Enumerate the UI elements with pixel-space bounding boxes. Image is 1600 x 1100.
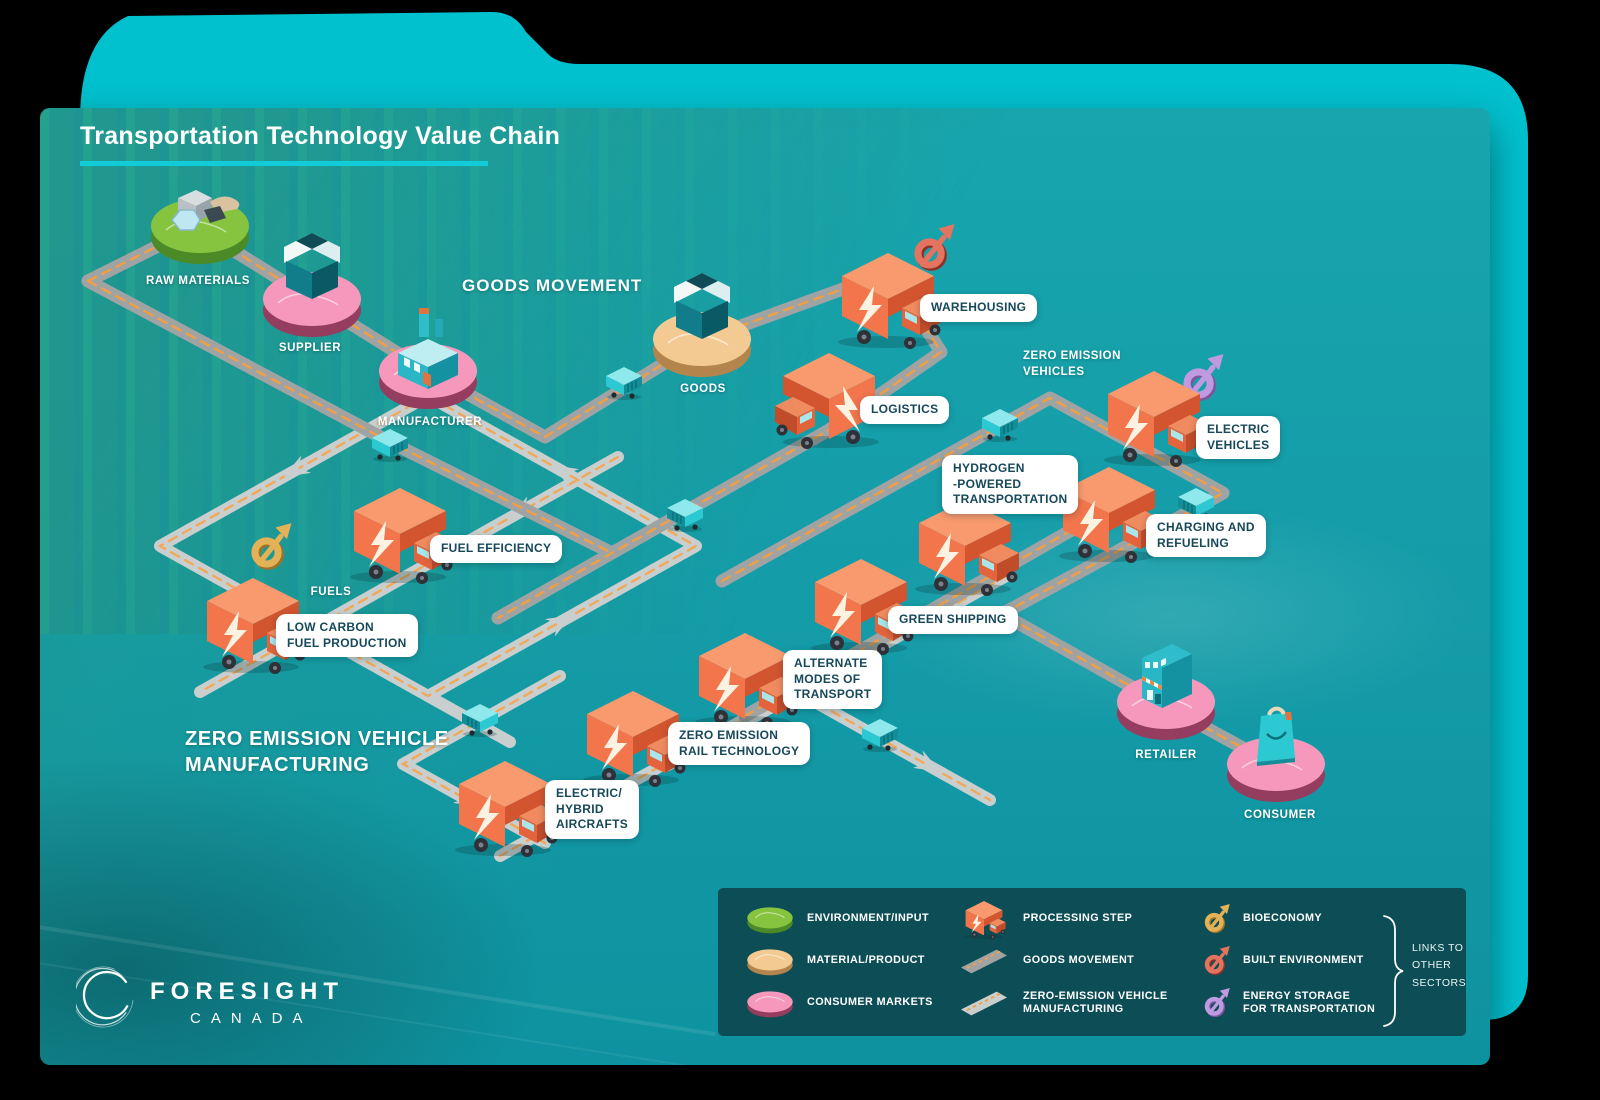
links-to-other-sectors: LINKS TO OTHER SECTORS [1412,942,1467,989]
legend-panel: ENVIRONMENT/INPUT MATERIAL/PRODUCT CONSU… [718,888,1466,1036]
factory-icon [398,308,458,389]
light-road-icon [956,987,1012,1020]
store-icon [1142,644,1192,708]
label-fuels: FUELS [310,586,352,598]
pill-fuel-efficiency: FUEL EFFICIENCY [430,535,563,563]
links-bracket [1383,915,1404,1027]
heading-zev-manufacturing: ZERO EMISSION VEHICLE MANUFACTURING [185,728,449,776]
disc-raw-materials [151,190,249,264]
pill-logistics: LOGISTICS [860,396,950,424]
disc-manufacturer [379,308,477,409]
pill-green-shipping: GREEN SHIPPING [888,606,1018,634]
disc-consumer [1227,706,1325,802]
tan-disc-icon [744,945,796,978]
logo-name: FORESIGHT [150,978,345,1005]
heading-zero-emission-vehicles: ZERO EMISSION VEHICLES [1023,350,1121,378]
built-environment-icon [918,224,954,267]
value-chain-diagram [81,190,1325,862]
logo-subtitle: CANADA [190,1010,313,1027]
title-underline [80,161,488,166]
orange-truck-icon [956,898,1012,940]
label-manufacturer: MANUFACTURER [377,416,483,428]
legend-item-bioeconomy: BIOECONOMY [1202,900,1414,938]
label-retailer: RETAILER [1135,749,1197,761]
pink-disc-icon [744,987,796,1020]
green-disc-icon [744,903,796,936]
label-goods: GOODS [680,383,726,395]
legend-item-goods-movement: GOODS MOVEMENT [956,942,1202,980]
bioeconomy-icon [255,523,291,566]
mini-truck [861,718,899,753]
disc-goods [653,273,751,377]
page-title: Transportation Technology Value Chain [80,122,561,150]
disc-retailer [1117,644,1215,740]
legend-column-discs: ENVIRONMENT/INPUT MATERIAL/PRODUCT CONSU… [744,900,956,1022]
foresight-swirl-icon [76,966,134,1028]
mini-truck [605,366,643,401]
label-supplier: SUPPLIER [278,342,342,354]
pill-warehousing: WAREHOUSING [920,294,1038,322]
disc-supplier [263,233,361,337]
poster-panel: Transportation Technology Value Chain GO… [40,108,1490,1065]
legend-item-consumer-markets: CONSUMER MARKETS [744,984,956,1022]
shopping-bag-icon [1257,706,1295,766]
purple-loop-arrow-icon [1202,987,1232,1020]
legend-item-material: MATERIAL/PRODUCT [744,942,956,980]
label-consumer: CONSUMER [1244,809,1316,821]
legend-item-built-environment: BUILT ENVIRONMENT [1202,942,1414,980]
label-raw-materials: RAW MATERIALS [145,275,251,287]
legend-column-sectors: BIOECONOMY BUILT ENVIRONMENT ENERGY STOR… [1202,900,1414,1022]
foresight-logo: FORESIGHT CANADA [76,956,346,1046]
gray-road-icon [956,945,1012,978]
legend-item-environment: ENVIRONMENT/INPUT [744,900,956,938]
legend-item-processing: PROCESSING STEP [956,900,1202,938]
heading-goods-movement: GOODS MOVEMENT [462,276,643,295]
red-loop-arrow-icon [1202,945,1232,978]
legend-column-roads: PROCESSING STEP GOODS MOVEMENT ZERO-EMIS… [956,900,1202,1022]
gold-loop-arrow-icon [1202,903,1232,936]
